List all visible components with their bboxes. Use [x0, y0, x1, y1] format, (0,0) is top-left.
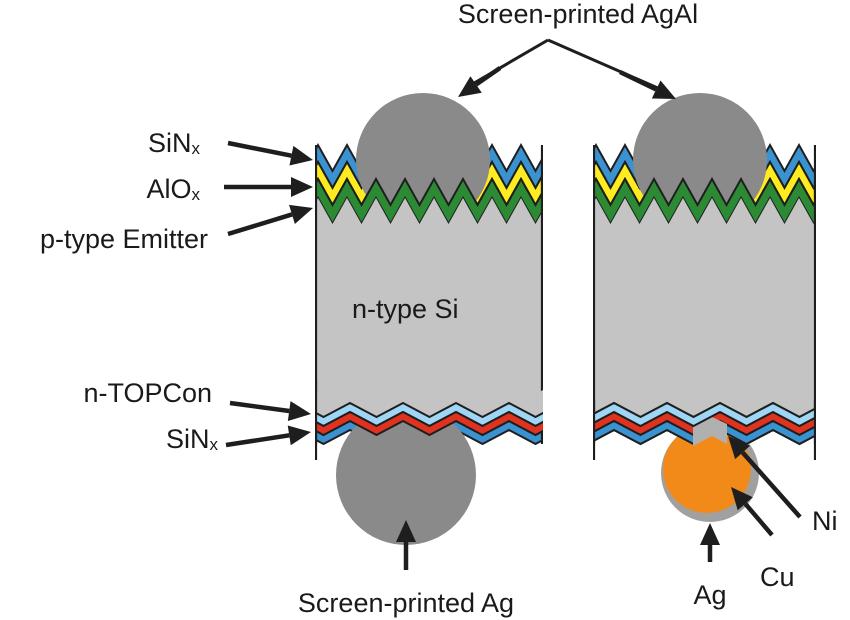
- arrow-ni: [728, 436, 802, 519]
- arrow-alox: [224, 177, 313, 197]
- arrow-to-front-contact-left: [458, 66, 502, 97]
- sinx-rear-label: SiNx: [166, 424, 219, 454]
- rear-sinx-red-layer: [315, 410, 543, 437]
- arrow-emitter: [227, 204, 313, 237]
- arrow-head: [458, 76, 482, 97]
- ag-label: Ag: [693, 580, 726, 610]
- topcon-label: n-TOPCon: [83, 378, 212, 408]
- arrow-shaft: [227, 212, 293, 237]
- arrow-shaft: [619, 69, 658, 92]
- emitter-under-contact: [593, 176, 816, 300]
- arrow-shaft: [743, 502, 774, 537]
- n-type-si-bulk: [315, 198, 543, 300]
- arrow-shaft: [227, 140, 292, 158]
- emitter-label: p-type Emitter: [40, 224, 208, 254]
- arrow-cu: [731, 487, 774, 537]
- arrow-head: [396, 520, 416, 542]
- arrow-shaft: [229, 400, 290, 414]
- arrows: [224, 38, 802, 570]
- rear-layers-over-contact: [315, 380, 543, 460]
- rear-screen-printed-ag-group: [315, 380, 543, 545]
- arrow-head: [651, 80, 676, 99]
- arrow-head: [728, 436, 751, 460]
- emitter-under-contact: [315, 176, 543, 300]
- bulk-label: n-type Si: [352, 294, 459, 324]
- arrow-sinx-front: [227, 140, 313, 166]
- arrow-sinx-rear: [225, 425, 311, 448]
- rear-layers-segment: [727, 410, 816, 446]
- plated-contact-group: [593, 400, 816, 522]
- contacts: [315, 93, 816, 545]
- arrow-shaft: [474, 66, 502, 87]
- arrow-head: [700, 523, 720, 545]
- arrow-head: [287, 425, 311, 446]
- n-type-si-bulk: [593, 198, 816, 300]
- ni-label: Ni: [812, 506, 838, 536]
- rear-layers-over-contact: [593, 400, 816, 460]
- cu-plated-layer: [663, 425, 751, 513]
- arrow-ag: [700, 523, 720, 562]
- arrow-head: [289, 204, 313, 224]
- n-type-si-bulk: [315, 380, 543, 417]
- arrow-topcon: [229, 400, 311, 421]
- arrow-head: [291, 177, 313, 197]
- arrow-head: [289, 145, 313, 166]
- p-type-emitter-layer: [315, 176, 543, 227]
- arrow-head: [287, 401, 311, 421]
- rear-sinx-red-layer: [727, 410, 816, 437]
- n-topcon-layer: [593, 401, 816, 428]
- arrow-to-front-contact-right: [619, 69, 676, 99]
- top-contact-label: Screen-printed AgAl: [458, 0, 698, 29]
- arrow-head: [731, 487, 753, 511]
- arrow-shaft: [225, 433, 290, 448]
- arrow-rear-screen-printed-ag: [396, 520, 416, 570]
- rear-screen-printed-label: Screen-printed Ag: [298, 588, 514, 618]
- alox-label: AlOx: [146, 174, 200, 204]
- rear-screen-printed-ag-contact: [336, 405, 476, 545]
- rear-sinx-blue-layer: [593, 419, 693, 446]
- rear-sinx-blue-layer: [727, 419, 816, 446]
- arrow-shaft: [740, 450, 802, 519]
- cu-label: Cu: [760, 562, 795, 592]
- sinx-front-label: SiNx: [148, 128, 201, 158]
- ni-seed-layer: [693, 416, 727, 446]
